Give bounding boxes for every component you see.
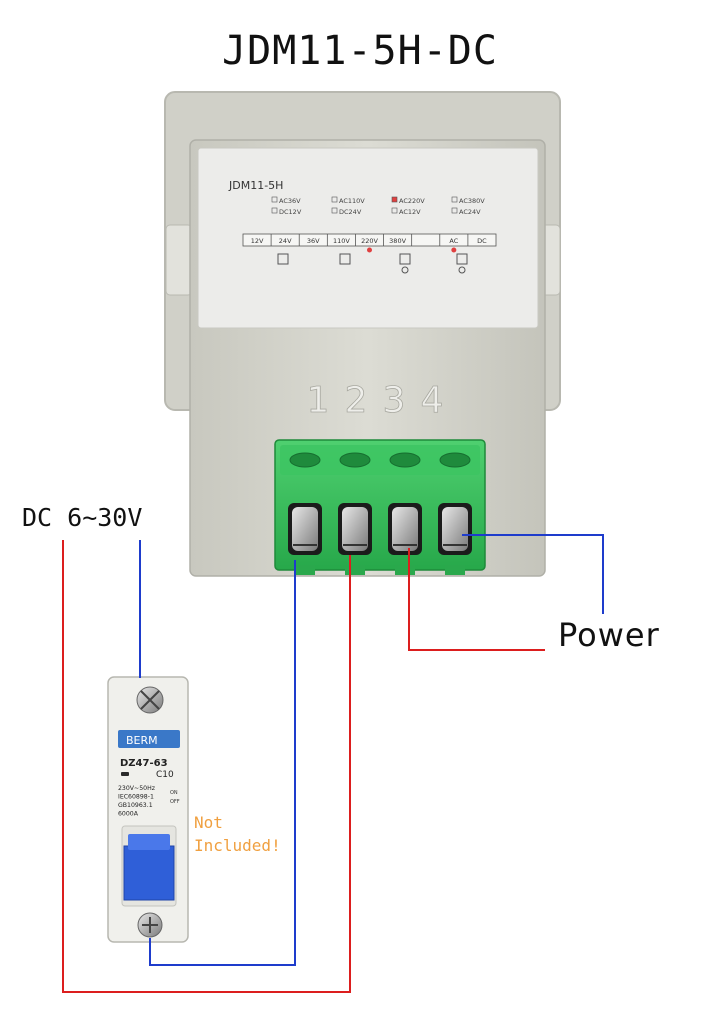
terminal-number: 4 [421,380,444,421]
power-wire-terminal-3 [408,548,545,651]
terminal-rating-cell: 110V [333,237,350,245]
terminal-number: 2 [345,380,368,421]
breaker-brand: BERM [126,734,158,747]
terminal-tab [395,565,415,575]
note-line: Included! [194,836,281,855]
terminal-tab [295,565,315,575]
voltage-checkbox [451,196,458,203]
terminal-rating-cell: 36V [307,237,320,245]
terminal-rating-cell: AC [449,237,458,245]
terminal-rating-cell: 380V [389,237,406,245]
terminal-screw[interactable] [342,507,368,551]
supply-voltage-label: DC 6~30V [22,503,143,532]
breaker-switch-off: OFF [170,799,180,805]
voltage-checkbox [271,196,278,203]
wire-hole [339,452,371,468]
terminal-screw[interactable] [392,507,418,551]
wire-hole [289,452,321,468]
negative-wire-terminal-1 [149,560,296,966]
terminal-tab [445,565,465,575]
not-included-note: Not Included! [194,811,281,857]
voltage-option: AC36V [279,197,301,205]
breaker-toggle[interactable] [123,845,175,901]
voltage-checkbox [391,207,398,214]
voltage-option: DC12V [279,208,302,216]
terminal-screws [288,503,472,555]
voltage-option: DC24V [339,208,362,216]
device-model-label: JDM11-5H [228,179,283,192]
selected-marker [451,247,457,253]
breaker-switch-on: ON [170,790,178,796]
breaker-toggle-cap [128,834,170,850]
voltage-checkbox [391,196,398,203]
terminal-number: 1 [307,380,330,421]
diagram-title: JDM11-5H-DC [222,28,498,74]
breaker-model: DZ47-63 [120,758,168,769]
voltage-checkbox [331,196,338,203]
wiring-symbols [277,253,468,274]
selected-marker [367,247,372,253]
terminal-rating-cell: 12V [251,237,264,245]
wire-hole [439,452,471,468]
note-line: Not [194,813,223,832]
terminal-wire-holes [289,452,471,468]
terminal-screw[interactable] [442,507,468,551]
breaker-spec-line: IEC60898-1 [118,794,154,801]
voltage-option: AC220V [399,197,425,205]
wiring [62,534,604,993]
voltage-checkbox [451,207,458,214]
power-wire-terminal-4 [462,534,604,614]
wire-hole [389,452,421,468]
breaker-spec-line: 6000A [118,811,139,818]
voltage-checkbox [331,207,338,214]
voltage-option-grid: AC36V AC110V AC220V AC380V DC12V DC24V AC12V AC… [271,196,485,216]
voltage-checkbox [271,207,278,214]
terminal-block-top [280,445,480,475]
terminal-rating-cell: 220V [361,237,378,245]
power-label: Power [558,616,660,654]
breaker-spec-line: GB10963.1 [118,802,153,809]
terminal-tab [345,565,365,575]
circuit-breaker: BERM DZ47-63 C10 230V~50HzIEC60898-1GB10… [107,676,189,943]
terminal-rating-cell: DC [477,237,487,245]
breaker-brand-plate [118,730,180,748]
voltage-option: AC110V [339,197,365,205]
terminal-screw[interactable] [292,507,318,551]
terminal-number: 3 [383,380,406,421]
breaker-spec-line: 230V~50Hz [118,785,155,792]
positive-wire-terminal-2 [62,540,351,993]
voltage-option: AC24V [459,208,481,216]
voltage-option: AC380V [459,197,485,205]
breaker-rating: C10 [156,770,174,780]
voltage-option: AC12V [399,208,421,216]
terminal-rating-cell: 24V [279,237,292,245]
terminal-rating-strip: 12V 24V 36V 110V 220V 380V AC DC [242,233,497,253]
side-clip-left [165,224,193,296]
breaker-indicator [121,772,129,776]
